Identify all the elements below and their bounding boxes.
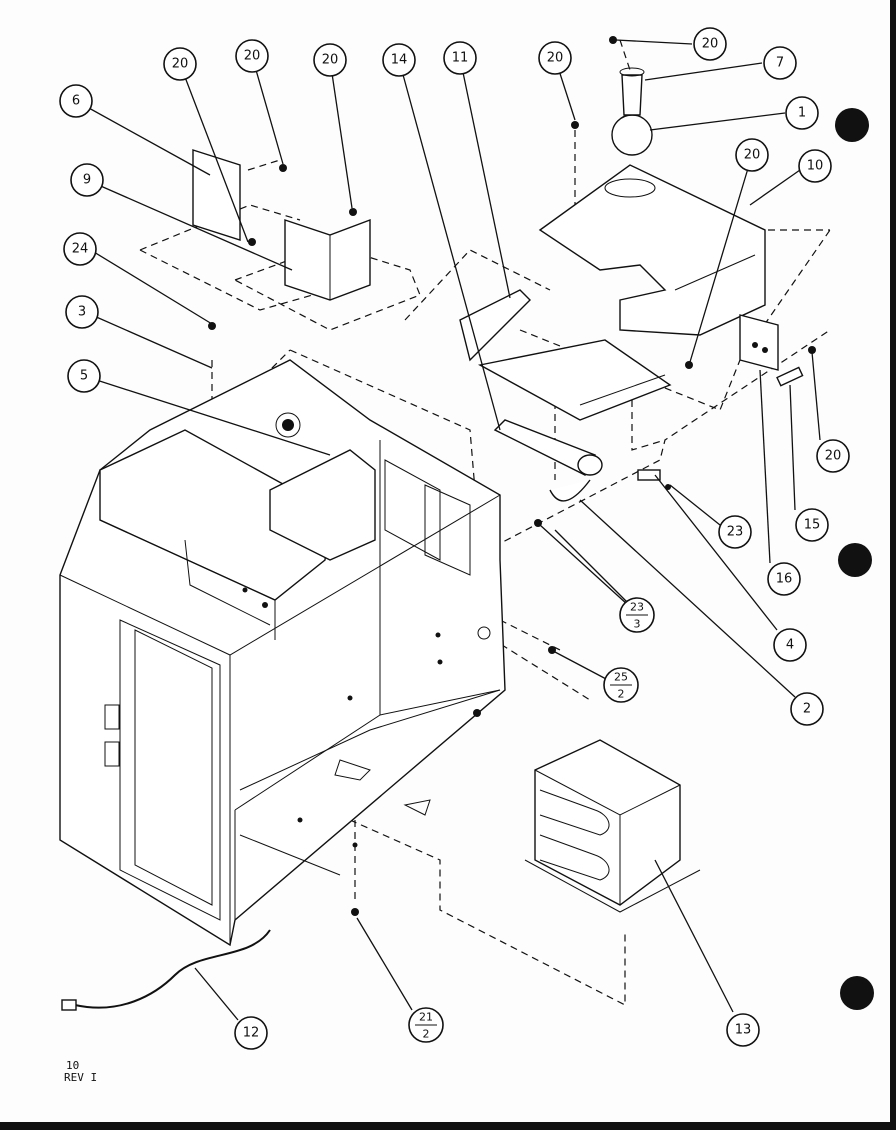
callout-24: 24 <box>63 232 97 266</box>
part-1-lamp-bulb <box>609 36 653 156</box>
fastener-screws <box>208 121 816 916</box>
part-15-fuse <box>776 366 804 387</box>
callout-5: 5 <box>67 359 101 393</box>
part-11-shelf <box>459 289 672 421</box>
svg-text:5: 5 <box>80 369 88 384</box>
svg-text:20: 20 <box>172 57 189 72</box>
binder-hole-mark <box>838 543 872 577</box>
svg-text:21: 21 <box>419 1011 433 1024</box>
callout-10: 10 <box>798 149 832 183</box>
callout-14: 14 <box>382 43 416 77</box>
svg-text:13: 13 <box>735 1023 752 1038</box>
callout-23: 23 <box>718 515 752 549</box>
svg-text:20: 20 <box>244 49 261 64</box>
svg-text:14: 14 <box>391 53 408 68</box>
svg-text:23: 23 <box>630 601 644 614</box>
callout-2: 2 <box>790 692 824 726</box>
callout-fraction-21-over-2: 21 2 <box>408 1007 444 1043</box>
svg-text:7: 7 <box>776 56 784 71</box>
callout-6: 6 <box>59 84 93 118</box>
scan-edge-right <box>890 0 896 1130</box>
callout-fraction-23-over-3: 23 3 <box>619 597 655 633</box>
svg-text:20: 20 <box>702 37 719 52</box>
binder-hole-mark <box>840 976 874 1010</box>
callout-20: 20 <box>816 439 850 473</box>
callout-20: 20 <box>538 41 572 75</box>
callout-4: 4 <box>773 628 807 662</box>
svg-text:16: 16 <box>776 572 793 587</box>
revision-label: REV I <box>64 1071 98 1084</box>
callout-20: 20 <box>693 27 727 61</box>
binder-hole-mark <box>835 108 869 142</box>
part-9-bracket <box>284 208 371 301</box>
callout-20: 20 <box>313 43 347 77</box>
part-16-terminal-board <box>739 314 779 371</box>
svg-text:12: 12 <box>243 1026 260 1041</box>
callout-7: 7 <box>763 46 797 80</box>
svg-text:9: 9 <box>83 173 91 188</box>
svg-text:20: 20 <box>744 148 761 163</box>
scan-edge-bottom <box>0 1122 896 1130</box>
svg-text:20: 20 <box>547 51 564 66</box>
svg-text:11: 11 <box>452 51 469 66</box>
svg-text:2: 2 <box>618 688 625 701</box>
callout-15: 15 <box>795 508 829 542</box>
callout-9: 9 <box>70 163 104 197</box>
part-4-thermal-protector <box>637 469 661 481</box>
part-6-cover-plate <box>192 149 241 241</box>
svg-text:2: 2 <box>423 1028 430 1041</box>
svg-text:2: 2 <box>803 702 811 717</box>
callout-13: 13 <box>726 1013 760 1047</box>
svg-text:24: 24 <box>72 242 89 257</box>
callout-leader-lines <box>77 39 821 1021</box>
part-14-capacitor <box>493 419 603 476</box>
part-12-power-cord <box>61 929 271 1011</box>
callout-11: 11 <box>443 41 477 75</box>
svg-text:10: 10 <box>807 159 824 174</box>
part-2-strap <box>549 479 591 502</box>
callout-fraction-25-over-2: 25 2 <box>603 667 639 703</box>
sheet-number: 10 <box>66 1059 80 1072</box>
svg-text:3: 3 <box>78 305 86 320</box>
callout-20: 20 <box>235 39 269 73</box>
svg-text:20: 20 <box>825 449 842 464</box>
svg-text:4: 4 <box>786 638 794 653</box>
part-10-top-cover <box>538 164 766 336</box>
callout-20: 20 <box>735 138 769 172</box>
svg-text:1: 1 <box>798 106 806 121</box>
svg-text:23: 23 <box>727 525 744 540</box>
svg-text:25: 25 <box>614 671 628 684</box>
svg-text:20: 20 <box>322 53 339 68</box>
part-13-transformer <box>524 739 701 913</box>
callout-1: 1 <box>785 96 819 130</box>
svg-text:3: 3 <box>634 618 641 631</box>
cabinet-chassis <box>59 359 506 947</box>
svg-text:15: 15 <box>804 518 821 533</box>
callout-12: 12 <box>234 1016 268 1050</box>
callout-16: 16 <box>767 562 801 596</box>
callout-3: 3 <box>65 295 99 329</box>
callout-20: 20 <box>163 47 197 81</box>
svg-text:6: 6 <box>72 94 80 109</box>
